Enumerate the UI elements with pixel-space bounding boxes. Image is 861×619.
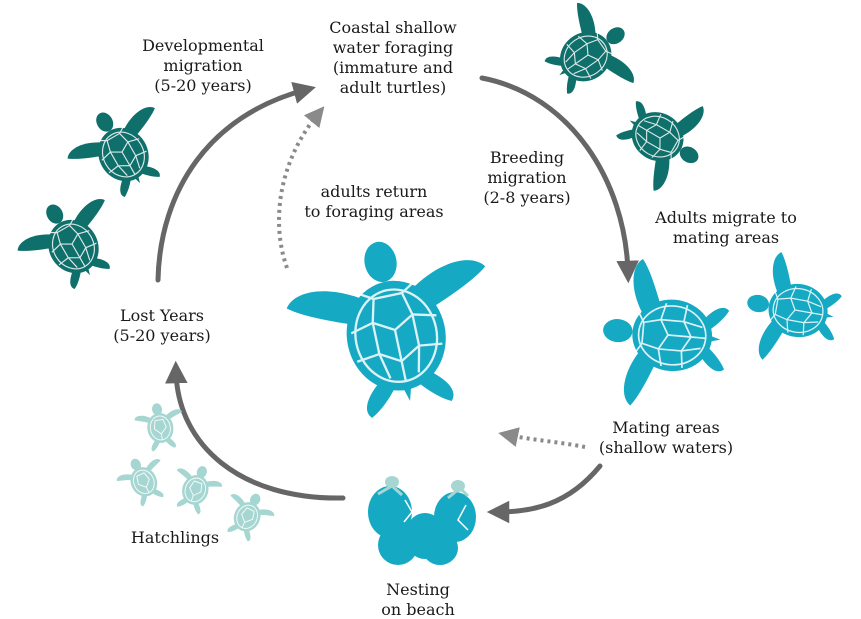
turtle-mating-small — [738, 248, 848, 372]
turtle-center-large — [277, 221, 511, 431]
label-coastal-foraging: Coastal shallow water foraging (immature… — [308, 18, 478, 98]
turtle-foraging-top-right — [528, 0, 652, 118]
arrow-mating-to-center-dotted — [508, 435, 585, 447]
turtle-migrating-right — [602, 76, 723, 202]
label-adults-return: adults return to foraging areas — [294, 182, 454, 222]
turtle-developmental-top — [56, 88, 186, 212]
turtle-mating-large — [597, 256, 733, 413]
hatchling-turtles — [112, 399, 280, 547]
turtle-developmental-bottom — [6, 180, 136, 304]
label-mating-areas: Mating areas (shallow waters) — [576, 418, 756, 458]
label-nesting-beach: Nesting on beach — [358, 580, 478, 619]
label-adults-migrate: Adults migrate to mating areas — [626, 208, 826, 248]
arrow-mating-to-nesting — [498, 466, 600, 512]
label-developmental-migration: Developmental migration (5-20 years) — [118, 36, 288, 96]
label-lost-years: Lost Years (5-20 years) — [92, 306, 232, 346]
label-hatchlings: Hatchlings — [110, 528, 240, 548]
nest-eggs — [368, 476, 476, 565]
label-breeding-migration: Breeding migration (2-8 years) — [462, 148, 592, 208]
